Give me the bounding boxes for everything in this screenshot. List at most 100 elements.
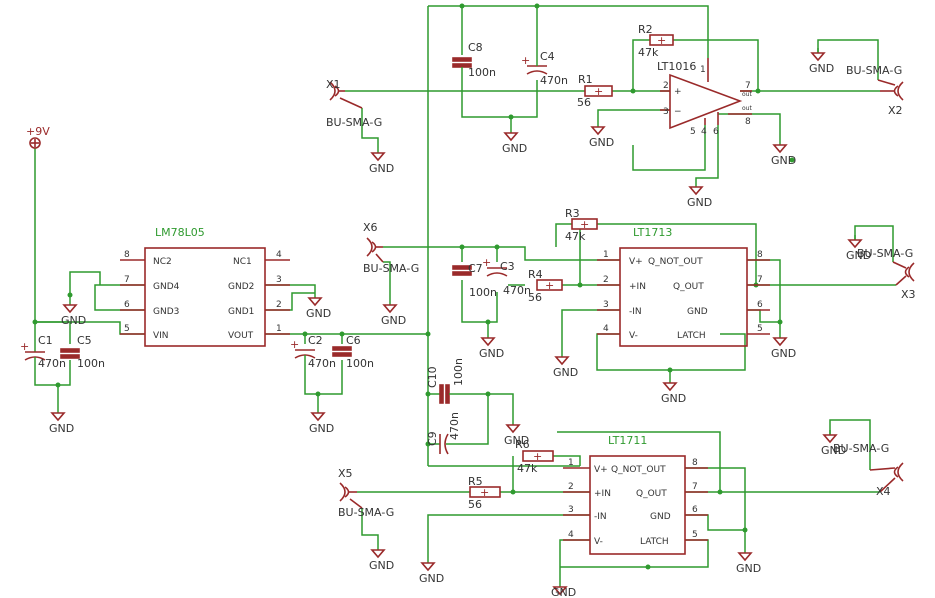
gnd-symbol: GND	[369, 147, 394, 175]
resistor-mark: +	[580, 218, 589, 231]
r2-value: 47k	[638, 46, 659, 59]
x1-type: BU-SMA-G	[326, 116, 382, 129]
pin-number: 3	[663, 107, 669, 117]
c10-value: 100n	[452, 358, 465, 386]
pin-number: 2	[568, 482, 574, 492]
r3-name: R3	[565, 207, 580, 220]
pin-name: GND2	[228, 282, 254, 292]
resistor-mark: +	[533, 450, 542, 463]
regulator-lm78l05[interactable]: LM78L05 8 7 6 5 4 3 2 1 NC2 GND4 GND3 VI…	[120, 226, 290, 347]
gnd-symbol: GND	[369, 544, 394, 572]
pin-number: 6	[757, 300, 763, 310]
x5-type: BU-SMA-G	[338, 506, 394, 519]
x5-name: X5	[338, 467, 353, 480]
gnd-symbol: GND	[771, 139, 796, 167]
r5-value: 56	[468, 498, 482, 511]
pin-name: V-	[629, 331, 638, 341]
gnd-symbol: GND	[551, 581, 576, 598]
capacitor-c2[interactable]: + C2 470n	[290, 334, 336, 372]
capacitor-c9[interactable]: C9 470n	[426, 412, 461, 455]
connector-x1[interactable]: X1 BU-SMA-G	[326, 78, 382, 129]
pin-name: Q_NOT_OUT	[648, 257, 703, 267]
resistor-r1[interactable]: + R1 56	[577, 73, 613, 109]
wires	[34, 5, 896, 582]
pin-number: 5	[690, 127, 696, 137]
pin-number: 1	[700, 65, 706, 75]
gnd-label: GND	[381, 314, 406, 327]
pin-name: LATCH	[677, 331, 706, 341]
comparator-lt1713[interactable]: LT1713 1 2 3 4 8 7 6 5 V+ Q_NOT_OUT +IN …	[597, 226, 770, 347]
gnd-label: GND	[61, 314, 86, 327]
gnd-symbol: GND	[589, 121, 614, 149]
capacitor-c4[interactable]: + C4 470n	[521, 50, 568, 87]
connector-x3[interactable]: BU-SMA-G X3	[857, 247, 916, 301]
pin-number: 5	[692, 530, 698, 540]
pin-name: LATCH	[640, 537, 669, 547]
capacitor-c3[interactable]: + C3 470n	[482, 256, 531, 297]
pin-name: Q_OUT	[636, 489, 667, 499]
r6-name: R6	[515, 438, 530, 451]
pin-name: GND1	[228, 307, 254, 317]
pin-number: 3	[568, 505, 574, 515]
resistor-r5[interactable]: + R5 56	[468, 475, 501, 511]
connector-x6[interactable]: X6 BU-SMA-G	[363, 221, 419, 275]
capacitor-c6[interactable]: C6 100n	[332, 334, 374, 370]
pin-name: NC1	[233, 257, 252, 267]
plus-input-mark: +	[674, 87, 682, 97]
resistor-r4[interactable]: + R4 56	[528, 268, 563, 304]
resistor-mark: +	[657, 34, 666, 47]
comparator-lt1016[interactable]: LT1016 2 3 7 8 1 5 4 6 + − out out	[657, 58, 752, 137]
gnd-symbol: GND	[661, 377, 686, 405]
pin-name: GND4	[153, 282, 180, 292]
lt1713-name: LT1713	[633, 226, 672, 239]
gnd-symbol: GND	[419, 557, 444, 585]
c8-name: C8	[468, 41, 483, 54]
nout-mark: out	[742, 105, 752, 112]
c3-name: C3	[500, 260, 515, 273]
r2-name: R2	[638, 23, 653, 36]
capacitor-c1[interactable]: + C1 470n	[20, 334, 66, 372]
capacitor-c8[interactable]: C8 100n	[452, 41, 496, 79]
capacitor-c5[interactable]: C5 100n	[60, 334, 105, 370]
x6-name: X6	[363, 221, 378, 234]
pin-number: 6	[124, 300, 130, 310]
gnd-label: GND	[369, 162, 394, 175]
r1-value: 56	[577, 96, 591, 109]
pin-name: -IN	[594, 512, 607, 522]
capacitor-c10[interactable]: C10 100n	[426, 358, 465, 404]
capacitor-c7[interactable]: C7 100n	[452, 262, 497, 299]
connector-x4[interactable]: BU-SMA-G X4	[833, 442, 904, 498]
gnd-label: GND	[687, 196, 712, 209]
gnd-symbol: GND	[504, 419, 529, 447]
r5-name: R5	[468, 475, 483, 488]
pin-name: NC2	[153, 257, 172, 267]
x4-name: X4	[876, 485, 891, 498]
supply-9v[interactable]: +9V	[26, 125, 50, 149]
resistor-r6[interactable]: + R6 47k	[515, 438, 554, 475]
pin-name: V+	[594, 465, 608, 475]
resistor-r3[interactable]: + R3 47k	[565, 207, 598, 243]
pin-name: GND	[650, 512, 671, 522]
connector-x5[interactable]: X5 BU-SMA-G	[338, 467, 394, 519]
r4-name: R4	[528, 268, 543, 281]
c5-name: C5	[77, 334, 92, 347]
gnd-symbol: GND	[61, 299, 86, 327]
pin-number: 6	[713, 127, 719, 137]
connector-x2[interactable]: BU-SMA-G X2	[846, 64, 904, 117]
resistor-mark: +	[594, 85, 603, 98]
c9-value: 470n	[448, 412, 461, 440]
pin-number: 7	[745, 81, 751, 91]
c4-value: 470n	[540, 74, 568, 87]
gnd-symbol: GND	[771, 332, 796, 360]
gnd-label: GND	[736, 562, 761, 575]
pin-number: 4	[603, 324, 609, 334]
pin-number: 4	[568, 530, 574, 540]
resistor-r2[interactable]: + R2 47k	[638, 23, 674, 59]
comparator-lt1711[interactable]: LT1711 1 2 3 4 8 7 6 5 V+ Q_NOT_OUT +IN …	[563, 434, 708, 555]
c4-name: C4	[540, 50, 555, 63]
pin-number: 7	[757, 275, 763, 285]
polarity-mark: +	[482, 256, 491, 269]
minus-input-mark: −	[674, 107, 682, 117]
gnd-label: GND	[553, 366, 578, 379]
r4-value: 56	[528, 291, 542, 304]
